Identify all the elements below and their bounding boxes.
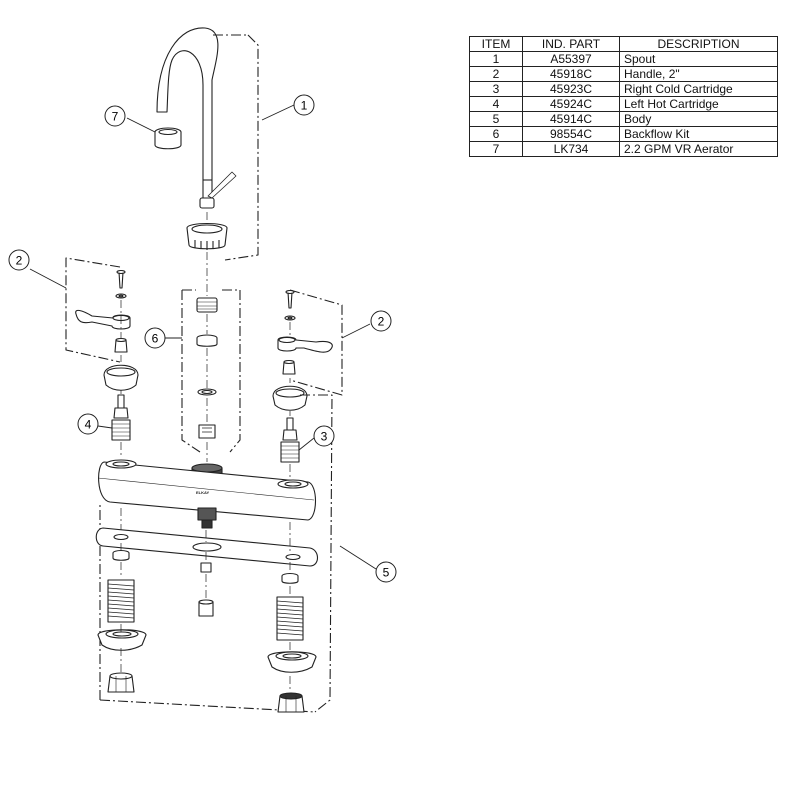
item-number: 2: [469, 66, 523, 82]
item-number: 1: [469, 51, 523, 67]
table-row: 5 45914C Body: [469, 111, 778, 127]
faucet-body: ELKAY: [97, 459, 317, 529]
part-number: A55397: [522, 51, 620, 67]
callout-1: 1: [293, 94, 315, 116]
right-underdeck-parts: [267, 572, 317, 713]
svg-text:7: 7: [112, 110, 119, 124]
table-row: 4 45924C Left Hot Cartridge: [469, 96, 778, 112]
part-description: Left Hot Cartridge: [619, 96, 778, 112]
item-number: 4: [469, 96, 523, 112]
item-number: 5: [469, 111, 523, 127]
part-number: LK734: [522, 141, 620, 157]
part-description: Spout: [619, 51, 778, 67]
callout-5: 5: [375, 561, 397, 583]
left-underdeck-parts: [97, 549, 147, 693]
part-number: 45923C: [522, 81, 620, 97]
svg-text:5: 5: [383, 566, 390, 580]
part-description: Body: [619, 111, 778, 127]
spout: [156, 27, 237, 209]
svg-text:4: 4: [85, 418, 92, 432]
callout-leaders: [29, 104, 377, 570]
spout-nut: [186, 222, 228, 250]
center-underdeck-parts: [198, 562, 214, 617]
svg-text:2: 2: [16, 254, 23, 268]
table-row: 6 98554C Backflow Kit: [469, 126, 778, 142]
callout-7: 7: [104, 105, 126, 127]
item-number: 3: [469, 81, 523, 97]
part-number: 45918C: [522, 66, 620, 82]
part-number: 45924C: [522, 96, 620, 112]
svg-text:1: 1: [301, 99, 308, 113]
callout-3: 3: [313, 425, 335, 447]
part-description: Backflow Kit: [619, 126, 778, 142]
callout-2-right: 2: [370, 310, 392, 332]
table-row: 7 LK734 2.2 GPM VR Aerator: [469, 141, 778, 157]
part-description: 2.2 GPM VR Aerator: [619, 141, 778, 157]
cartridge-right: [280, 417, 300, 463]
part-number: 98554C: [522, 126, 620, 142]
parts-table: ITEM IND. PART DESCRIPTION 1 A55397 Spou…: [469, 36, 778, 157]
svg-text:2: 2: [378, 315, 385, 329]
handle-right-group: [272, 289, 343, 411]
svg-text:3: 3: [321, 430, 328, 444]
callout-4: 4: [77, 413, 99, 435]
deck-gasket: [95, 527, 319, 567]
part-description: Right Cold Cartridge: [619, 81, 778, 97]
cartridge-left: [111, 394, 131, 441]
table-row: 2 45918C Handle, 2": [469, 66, 778, 82]
aerator: [154, 127, 182, 150]
body-brand-label: ELKAY: [196, 490, 210, 495]
item-number: 6: [469, 126, 523, 142]
item-number: 7: [469, 141, 523, 157]
center-lines: [120, 212, 291, 692]
header-ind-part: IND. PART: [522, 36, 620, 52]
svg-text:6: 6: [152, 332, 159, 346]
parts-table-header-row: ITEM IND. PART DESCRIPTION: [469, 36, 778, 52]
part-number: 45914C: [522, 111, 620, 127]
header-item: ITEM: [469, 36, 523, 52]
backflow-kit: [181, 289, 241, 453]
header-description: DESCRIPTION: [619, 36, 778, 52]
handle-left-group: [65, 257, 139, 391]
part-description: Handle, 2": [619, 66, 778, 82]
callout-6: 6: [144, 327, 166, 349]
table-row: 3 45923C Right Cold Cartridge: [469, 81, 778, 97]
callout-2-left: 2: [8, 249, 30, 271]
table-row: 1 A55397 Spout: [469, 51, 778, 67]
